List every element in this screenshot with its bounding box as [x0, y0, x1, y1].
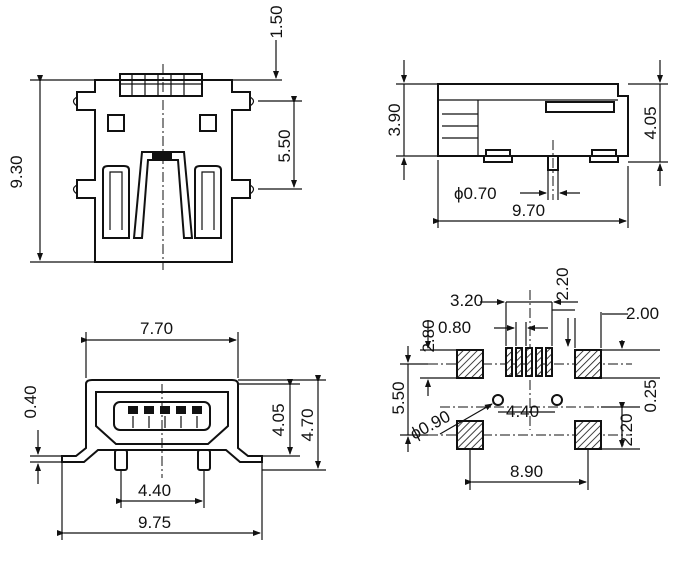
front-top-dim: 1.50 [267, 5, 286, 38]
footprint-total-width-dim: 8.90 [510, 462, 543, 481]
front-view: 9.30 1.50 5.50 [7, 5, 302, 270]
footprint-pad [456, 349, 484, 379]
entry-total-width-dim: 9.75 [138, 513, 171, 532]
entry-total-height-dim: 4.70 [298, 408, 317, 441]
side-pin-dia-dim: ϕ0.70 [454, 184, 497, 203]
entry-peg-spacing-dim: 4.40 [138, 481, 171, 500]
side-height-left-dim: 3.90 [385, 103, 404, 136]
footprint-pad-height-dim: 2.80 [419, 319, 438, 352]
front-height-dim: 9.30 [7, 155, 26, 188]
footprint-pad-len-dim: 2.20 [553, 267, 572, 300]
footprint-pitch-dim: 0.80 [438, 318, 471, 337]
footprint-hole-spacing-dim: 4.40 [506, 402, 539, 421]
footprint-hole-dia-dim: ϕ0.90 [407, 407, 454, 444]
footprint-gap-dim: 0.25 [641, 379, 660, 412]
footprint-pad-h2-dim: 2.20 [617, 413, 636, 446]
footprint-pad [456, 420, 484, 450]
entry-view: 7.70 0.40 4.05 4.70 4.40 9.75 [21, 319, 326, 540]
side-height-right-dim: 4.05 [641, 106, 660, 139]
footprint-hole [551, 394, 563, 406]
footprint-pad-width-dim: 2.00 [626, 304, 659, 323]
footprint-pad [574, 420, 602, 450]
entry-opening-height-dim: 4.05 [269, 403, 288, 436]
footprint-signal-pads [505, 347, 553, 377]
front-pitch-dim: 5.50 [275, 129, 294, 162]
footprint-vert-dim: 5.50 [389, 381, 408, 414]
footprint-hole [492, 394, 504, 406]
front-contacts [131, 74, 185, 96]
side-view: 3.90 4.05 ϕ0.70 9.70 [385, 60, 668, 228]
footprint-pad [574, 349, 602, 379]
side-length-dim: 9.70 [512, 201, 545, 220]
footprint-view: 3.20 0.80 2.20 2.00 2.80 0.25 5.50 [389, 267, 660, 490]
footprint-pad-span-dim: 3.20 [450, 291, 483, 310]
entry-shell-offset-dim: 0.40 [21, 385, 40, 418]
entry-inner-width-dim: 7.70 [140, 319, 173, 338]
entry-contacts [128, 406, 202, 428]
